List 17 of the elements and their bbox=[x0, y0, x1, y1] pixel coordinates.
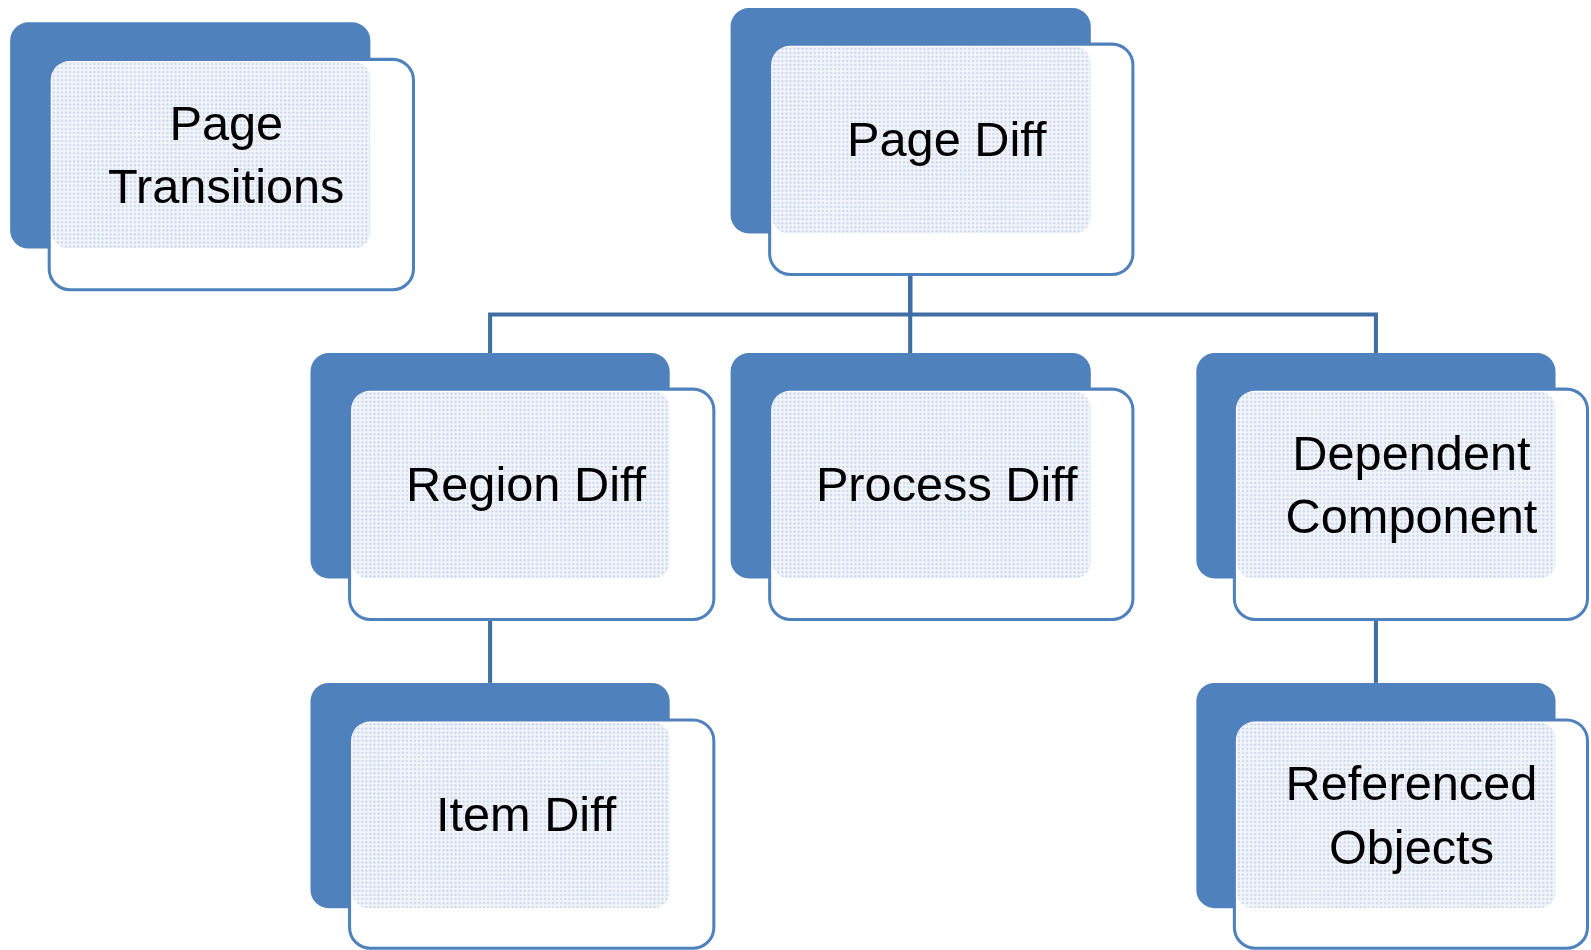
card-label: Item Diff bbox=[435, 786, 617, 844]
stacked-card bbox=[10, 22, 415, 292]
stacked-card bbox=[730, 353, 1135, 621]
card-label: Region Diff bbox=[406, 456, 647, 514]
card-label: Page Diff bbox=[846, 111, 1047, 169]
connector-line bbox=[488, 621, 493, 683]
stacked-card bbox=[1196, 353, 1589, 621]
card-label: Referenced Objects bbox=[1284, 755, 1539, 876]
stacked-card bbox=[730, 8, 1135, 276]
stacked-card bbox=[310, 682, 716, 950]
connector-line bbox=[1373, 621, 1378, 683]
card-label: Dependent Component bbox=[1284, 424, 1539, 545]
card-label: Process Diff bbox=[815, 456, 1078, 514]
stacked-card bbox=[310, 353, 716, 621]
stacked-card bbox=[1196, 682, 1589, 950]
card-label: Page Transitions bbox=[107, 95, 346, 216]
connector-line bbox=[908, 276, 1378, 354]
